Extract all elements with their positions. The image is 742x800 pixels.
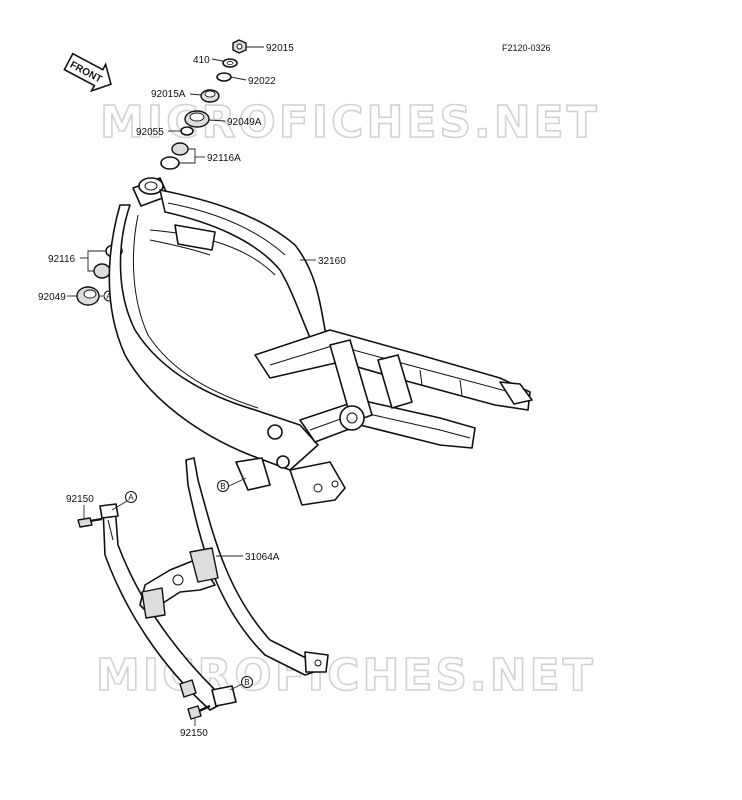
front-arrow: FRONT <box>63 52 112 93</box>
leader-lines-upper <box>168 46 264 164</box>
down-tube-31064a <box>99 457 329 711</box>
bolt-92150-top <box>77 505 103 528</box>
label-92022: 92022 <box>248 76 276 87</box>
figure-code: F2120-0326 <box>502 43 551 53</box>
race-92116a <box>160 156 180 170</box>
bearing-92116 <box>93 263 111 279</box>
bearing-92116a <box>171 142 189 156</box>
label-92150-bottom: 92150 <box>180 728 208 739</box>
label-410: 410 <box>193 55 210 66</box>
oring-92055 <box>180 126 194 136</box>
label-92116a: 92116A <box>207 153 241 164</box>
label-92049: 92049 <box>38 292 66 303</box>
ref-marker-a-downtube: A <box>111 491 137 511</box>
svg-text:A: A <box>106 292 112 301</box>
watermark-top: MICROFICHES.NET <box>100 97 600 148</box>
ref-marker-b-frame: B <box>217 477 247 492</box>
main-frame-32160 <box>108 177 533 506</box>
svg-text:A: A <box>128 493 134 502</box>
label-32160: 32160 <box>318 256 346 267</box>
label-31064a: 31064A <box>245 552 280 563</box>
svg-text:B: B <box>244 678 249 687</box>
label-92055: 92055 <box>136 127 164 138</box>
washer-92022 <box>216 72 232 82</box>
ref-marker-b-downtube: B <box>229 676 253 691</box>
label-92116: 92116 <box>48 254 76 265</box>
label-92049a: 92049A <box>227 117 262 128</box>
label-92015a: 92015A <box>151 89 186 100</box>
label-92015: 92015 <box>266 43 294 54</box>
label-92150-top: 92150 <box>66 494 94 505</box>
svg-text:B: B <box>220 482 225 491</box>
bolt-92150-bottom <box>187 704 211 726</box>
